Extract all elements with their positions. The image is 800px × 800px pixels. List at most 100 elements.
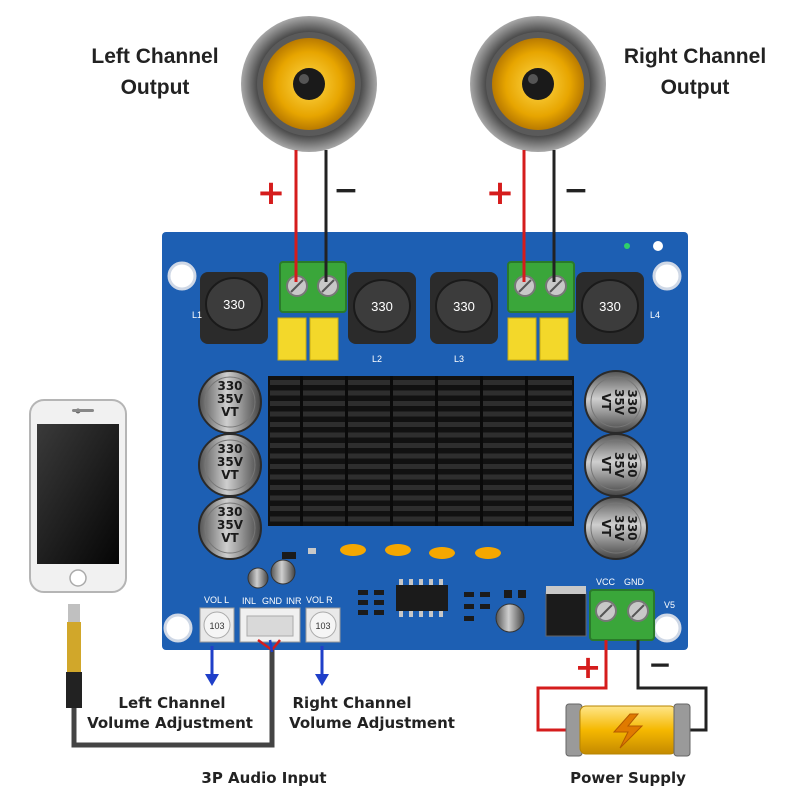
pot-value: 103 — [315, 621, 330, 631]
right-plus-sign: + — [486, 173, 515, 213]
heatsink-fin — [270, 380, 572, 385]
silk-l3: L3 — [454, 354, 464, 364]
silk-vol-l: VOL L — [204, 595, 229, 605]
heatsink-fin — [270, 411, 572, 417]
silk-gnd: GND — [624, 577, 645, 587]
right-volume-label-line1: Right Channel — [293, 694, 412, 712]
heatsink-fin — [270, 485, 572, 490]
inductor-value: 330 — [599, 299, 621, 314]
left-output-label-line2: Output — [121, 76, 190, 99]
capacitor-label: 35V — [612, 389, 626, 416]
heatsink-fin — [270, 390, 572, 396]
silk-gnd-in: GND — [262, 596, 283, 606]
right-speaker-icon — [470, 16, 606, 152]
silk-v5: V5 — [664, 600, 675, 610]
smd-resistors — [358, 590, 526, 621]
power-supply-label: Power Supply — [570, 769, 686, 787]
capacitor-label: VT — [599, 519, 613, 537]
silk-vcc: VCC — [596, 577, 616, 587]
power-plus-sign: + — [575, 648, 602, 686]
capacitor-label: VT — [599, 393, 613, 411]
left-output-terminal — [279, 261, 347, 313]
mounting-hole — [167, 261, 197, 291]
capacitor-label: VT — [221, 405, 239, 419]
capacitor-label: VT — [599, 456, 613, 474]
capacitor-label: 330 — [625, 389, 639, 414]
left-speaker-icon — [241, 16, 377, 152]
inductor-value: 330 — [453, 299, 475, 314]
capacitor-label: 330 — [217, 442, 242, 456]
heatsink — [268, 376, 574, 526]
heatsink-fin — [270, 422, 572, 427]
diode — [545, 586, 587, 637]
speaker-wires — [294, 150, 556, 282]
right-minus-sign: − — [563, 173, 588, 208]
right-output-label-line2: Output — [661, 76, 730, 99]
left-volume-label-line2: Volume Adjustment — [87, 714, 253, 732]
inductor-value: 330 — [371, 299, 393, 314]
silk-l1: L1 — [192, 310, 202, 320]
inductor-l3: 330 L3 — [430, 272, 498, 364]
heatsink-groove — [390, 376, 393, 526]
lightning-icon — [612, 713, 644, 749]
led-indicator — [653, 241, 663, 251]
audio-input-label: 3P Audio Input — [201, 769, 326, 787]
volume-arrows — [205, 646, 329, 686]
heatsink-fin — [270, 443, 572, 448]
inductor-l1: 330 L1 — [192, 272, 268, 344]
capacitor-label: 330 — [625, 452, 639, 477]
left-volume-label-line1: Left Channel — [118, 694, 225, 712]
silk-vol-r: VOL R — [306, 595, 333, 605]
heatsink-fin — [270, 516, 572, 522]
heatsink-fin — [270, 432, 572, 438]
capacitor-label: VT — [221, 531, 239, 545]
mounting-hole — [652, 613, 682, 643]
heatsink-groove — [345, 376, 348, 526]
silk-inl: INL — [242, 596, 256, 606]
smd-components — [282, 544, 501, 559]
heatsink-fin — [270, 495, 572, 501]
capacitor-label: 330 — [217, 379, 242, 393]
power-terminal: VCC GND V5 — [589, 577, 675, 641]
heatsink-fin — [270, 474, 572, 480]
power-wires — [536, 640, 708, 732]
capacitor-label: 35V — [217, 392, 244, 406]
silk-l2: L2 — [372, 354, 382, 364]
heatsink-groove — [300, 376, 303, 526]
right-output-terminal — [507, 261, 575, 313]
audio-cable — [66, 604, 281, 748]
capacitor-label: 35V — [217, 518, 244, 532]
pot-value: 103 — [209, 621, 224, 631]
silk-l4: L4 — [650, 310, 660, 320]
left-minus-sign: − — [333, 173, 358, 208]
filter-capacitor — [495, 603, 525, 633]
smartphone-icon — [29, 399, 127, 593]
capacitor-label: 330 — [625, 515, 639, 540]
left-plus-sign: + — [257, 173, 286, 213]
inductor-l2: 330 L2 — [348, 272, 416, 364]
right-volume-potentiometer: 103 VOL R — [305, 595, 341, 643]
heatsink-groove — [480, 376, 483, 526]
mounting-hole — [652, 261, 682, 291]
heatsink-fin — [270, 401, 572, 406]
battery-icon — [565, 703, 691, 757]
capacitor-label: 35V — [217, 455, 244, 469]
inductor-value: 330 — [223, 297, 245, 312]
audio-input-connector: INL GND INR — [239, 596, 302, 643]
led-indicator — [624, 243, 630, 249]
capacitor-label: VT — [221, 468, 239, 482]
op-amp-chip — [396, 579, 448, 617]
capacitor-label: 35V — [612, 452, 626, 479]
heatsink-fin — [270, 453, 572, 459]
heatsink-fin — [270, 464, 572, 469]
capacitor-label: 35V — [612, 515, 626, 542]
right-volume-label-line2: Volume Adjustment — [289, 714, 455, 732]
mounting-hole — [163, 613, 193, 643]
right-output-label-line1: Right Channel — [624, 45, 766, 68]
